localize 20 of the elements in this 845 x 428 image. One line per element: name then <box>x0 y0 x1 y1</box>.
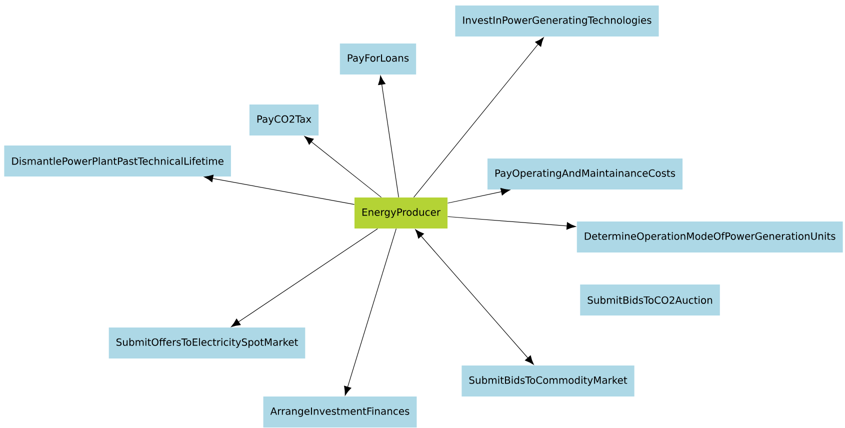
action-box: ArrangeInvestmentFinances <box>263 396 417 428</box>
action-box: PayOperatingAndMaintainanceCosts <box>487 158 683 190</box>
arrow <box>344 228 396 396</box>
arrow <box>415 229 534 365</box>
arrow <box>413 37 544 198</box>
action-box: DismantlePowerPlantPastTechnicalLifetime <box>4 146 231 176</box>
arrow <box>447 188 510 204</box>
action-box: SubmitBidsToCommodityMarket <box>462 366 634 396</box>
action-box: SubmitOffersToElectricitySpotMarket <box>108 328 306 358</box>
action-box: PayForLoans <box>340 44 416 74</box>
action-box: SubmitBidsToCO2Auction <box>580 284 720 316</box>
arrow <box>378 76 399 198</box>
action-box: InvestInPowerGeneratingTechnologies <box>455 6 659 36</box>
arrow <box>231 228 378 327</box>
actor-box: EnergyProducer <box>354 198 448 228</box>
action-box: PayCO2Tax <box>249 104 319 136</box>
action-box: DetermineOperationModeOfPowerGenerationUnits <box>576 222 843 252</box>
arrow <box>304 136 382 198</box>
arrow <box>204 174 355 205</box>
arrow <box>447 216 576 230</box>
